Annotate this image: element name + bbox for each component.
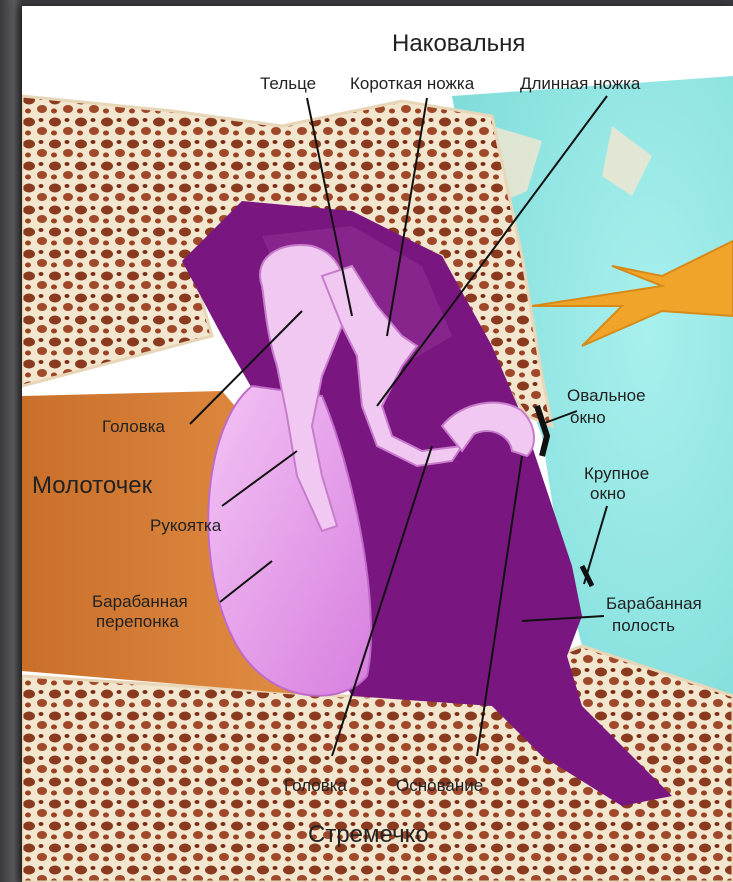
- label-round-window-line1: Крупное: [584, 464, 649, 484]
- label-eardrum-line2: перепонка: [96, 612, 179, 632]
- label-round-window-line2: окно: [590, 484, 626, 504]
- label-cavity-line1: Барабанная: [606, 594, 702, 614]
- label-stapes: Стремечко: [308, 821, 429, 849]
- label-body: Тельце: [260, 74, 316, 94]
- label-stapes-head: Головка: [284, 776, 347, 796]
- label-long-process: Длинная ножка: [520, 74, 640, 94]
- diagram-panel: Наковальня Тельце Короткая ножка Длинная…: [22, 6, 733, 882]
- label-incus: Наковальня: [392, 30, 525, 58]
- label-eardrum-line1: Барабанная: [92, 592, 188, 612]
- label-oval-window-line2: окно: [570, 408, 606, 428]
- label-malleus: Молоточек: [32, 472, 152, 500]
- label-oval-window-line1: Овальное: [567, 386, 646, 406]
- label-cavity-line2: полость: [612, 616, 675, 636]
- label-handle: Рукоятка: [150, 516, 221, 536]
- middle-ear-illustration: [22, 6, 733, 882]
- label-short-process: Короткая ножка: [350, 74, 474, 94]
- label-base: Основание: [396, 776, 483, 796]
- label-malleus-head: Головка: [102, 417, 165, 437]
